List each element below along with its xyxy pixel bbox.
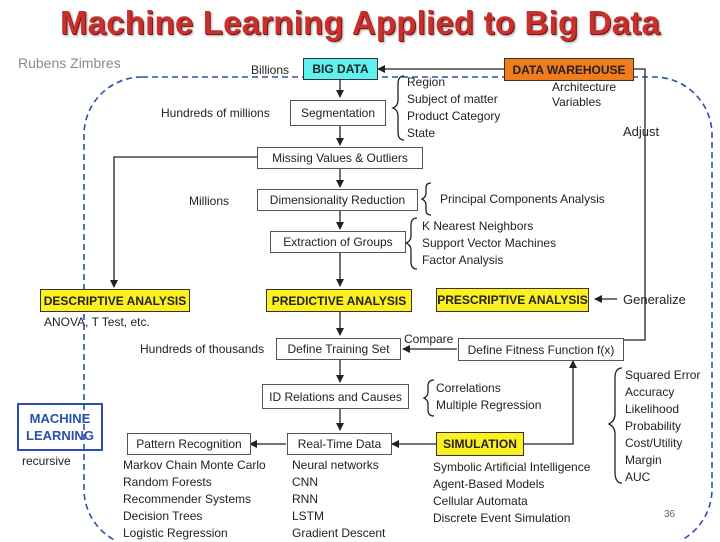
descriptive-analysis-node[interactable]: DESCRIPTIVE ANALYSIS xyxy=(40,289,190,312)
extraction-of-groups-node[interactable]: Extraction of Groups xyxy=(270,231,406,253)
warehouse-list: Architecture Variables xyxy=(552,80,616,110)
list-item: Cellular Automata xyxy=(433,494,528,508)
define-fitness-function-node[interactable]: Define Fitness Function f(x) xyxy=(458,338,624,361)
list-item: Agent-Based Models xyxy=(433,477,545,491)
label-compare: Compare xyxy=(404,332,454,346)
list-item: Discrete Event Simulation xyxy=(433,511,571,525)
simulation-node[interactable]: SIMULATION xyxy=(436,432,524,456)
list-item: Likelihood xyxy=(625,402,680,416)
list-item: Neural networks xyxy=(292,458,379,472)
author-name: Rubens Zimbres xyxy=(18,55,121,71)
brace-relations xyxy=(422,379,435,417)
brace-dimensionality xyxy=(420,182,432,216)
list-item: Symbolic Artificial Intelligence xyxy=(433,460,591,474)
missing-values-node[interactable]: Missing Values & Outliers xyxy=(257,147,423,169)
list-item: Logistic Regression xyxy=(123,526,228,540)
label-adjust: Adjust xyxy=(623,124,660,139)
list-item: RNN xyxy=(292,492,318,506)
list-item: AUC xyxy=(625,470,651,484)
list-item: Margin xyxy=(625,453,662,467)
pattern-recognition-node[interactable]: Pattern Recognition xyxy=(127,433,251,455)
list-item: CNN xyxy=(292,475,318,489)
dimensionality-reduction-node[interactable]: Dimensionality Reduction xyxy=(257,189,418,211)
brace-segmentation xyxy=(391,75,405,141)
label-generalize: Generalize xyxy=(623,292,686,307)
machine-learning-boundary xyxy=(83,76,713,540)
label-billions: Billions xyxy=(251,63,290,77)
label-hundreds-of-thousands: Hundreds of thousands xyxy=(140,342,265,356)
list-item: Recommender Systems xyxy=(123,492,252,506)
list-item: Product Category xyxy=(407,109,501,123)
real-time-data-node[interactable]: Real-Time Data xyxy=(287,433,392,455)
dimensionality-list: Principal Components Analysis xyxy=(440,191,605,208)
list-item: Probability xyxy=(625,419,682,433)
list-item: State xyxy=(407,126,436,140)
id-relations-node[interactable]: ID Relations and Causes xyxy=(262,384,409,409)
data-warehouse-node[interactable]: DATA WAREHOUSE xyxy=(504,58,634,81)
label-millions: Millions xyxy=(189,194,230,208)
label-anova: ANOVA, T Test, etc. xyxy=(44,315,150,329)
list-item: LSTM xyxy=(292,509,325,523)
list-item: Squared Error xyxy=(625,368,701,382)
list-item: Region xyxy=(407,75,446,89)
machine-learning-line1: MACHINE xyxy=(29,411,91,426)
predictive-analysis-node[interactable]: PREDICTIVE ANALYSIS xyxy=(266,289,412,312)
list-item: Markov Chain Monte Carlo xyxy=(123,458,266,472)
brace-fitness xyxy=(607,367,623,484)
real-time-data-list: Neural networks CNN RNN LSTM Gradient De… xyxy=(292,457,385,542)
list-item: Multiple Regression xyxy=(436,398,542,412)
list-item: Gradient Descent xyxy=(292,526,386,540)
list-item: Random Forests xyxy=(123,475,212,489)
simulation-list: Symbolic Artificial Intelligence Agent-B… xyxy=(433,459,590,527)
page-number: 36 xyxy=(664,509,676,520)
prescriptive-analysis-node[interactable]: PRESCRIPTIVE ANALYSIS xyxy=(436,288,589,312)
list-item: K Nearest Neighbors xyxy=(422,219,534,233)
pattern-recognition-list: Markov Chain Monte Carlo Random Forests … xyxy=(123,457,266,542)
list-item: Principal Components Analysis xyxy=(440,192,605,206)
arrow-missing-to-descriptive xyxy=(110,156,257,288)
list-item: Architecture xyxy=(552,80,617,94)
list-item: Factor Analysis xyxy=(422,253,504,267)
label-recursive: recursive xyxy=(22,454,71,468)
define-training-set-node[interactable]: Define Training Set xyxy=(276,338,401,360)
list-item: Support Vector Machines xyxy=(422,236,557,250)
list-item: Correlations xyxy=(436,381,501,395)
segmentation-list: Region Subject of matter Product Categor… xyxy=(407,74,500,142)
extraction-list: K Nearest Neighbors Support Vector Machi… xyxy=(422,218,556,269)
big-data-node[interactable]: BIG DATA xyxy=(303,58,378,80)
arrow-simulation-to-fitness xyxy=(524,360,577,445)
label-hundreds-of-millions: Hundreds of millions xyxy=(161,106,270,120)
segmentation-node[interactable]: Segmentation xyxy=(290,100,386,126)
diagram-title: Machine Learning Applied to Big Data xyxy=(59,4,661,41)
machine-learning-badge: MACHINE LEARNING xyxy=(17,403,103,451)
brace-extraction xyxy=(404,217,418,270)
list-item: Decision Trees xyxy=(123,509,203,523)
fitness-metrics-list: Squared Error Accuracy Likelihood Probab… xyxy=(625,367,700,486)
list-item: Subject of matter xyxy=(407,92,498,106)
list-item: Variables xyxy=(552,95,602,109)
list-item: Accuracy xyxy=(625,385,675,399)
machine-learning-line2: LEARNING xyxy=(26,428,94,443)
list-item: Cost/Utility xyxy=(625,436,683,450)
relations-list: Correlations Multiple Regression xyxy=(436,380,541,414)
